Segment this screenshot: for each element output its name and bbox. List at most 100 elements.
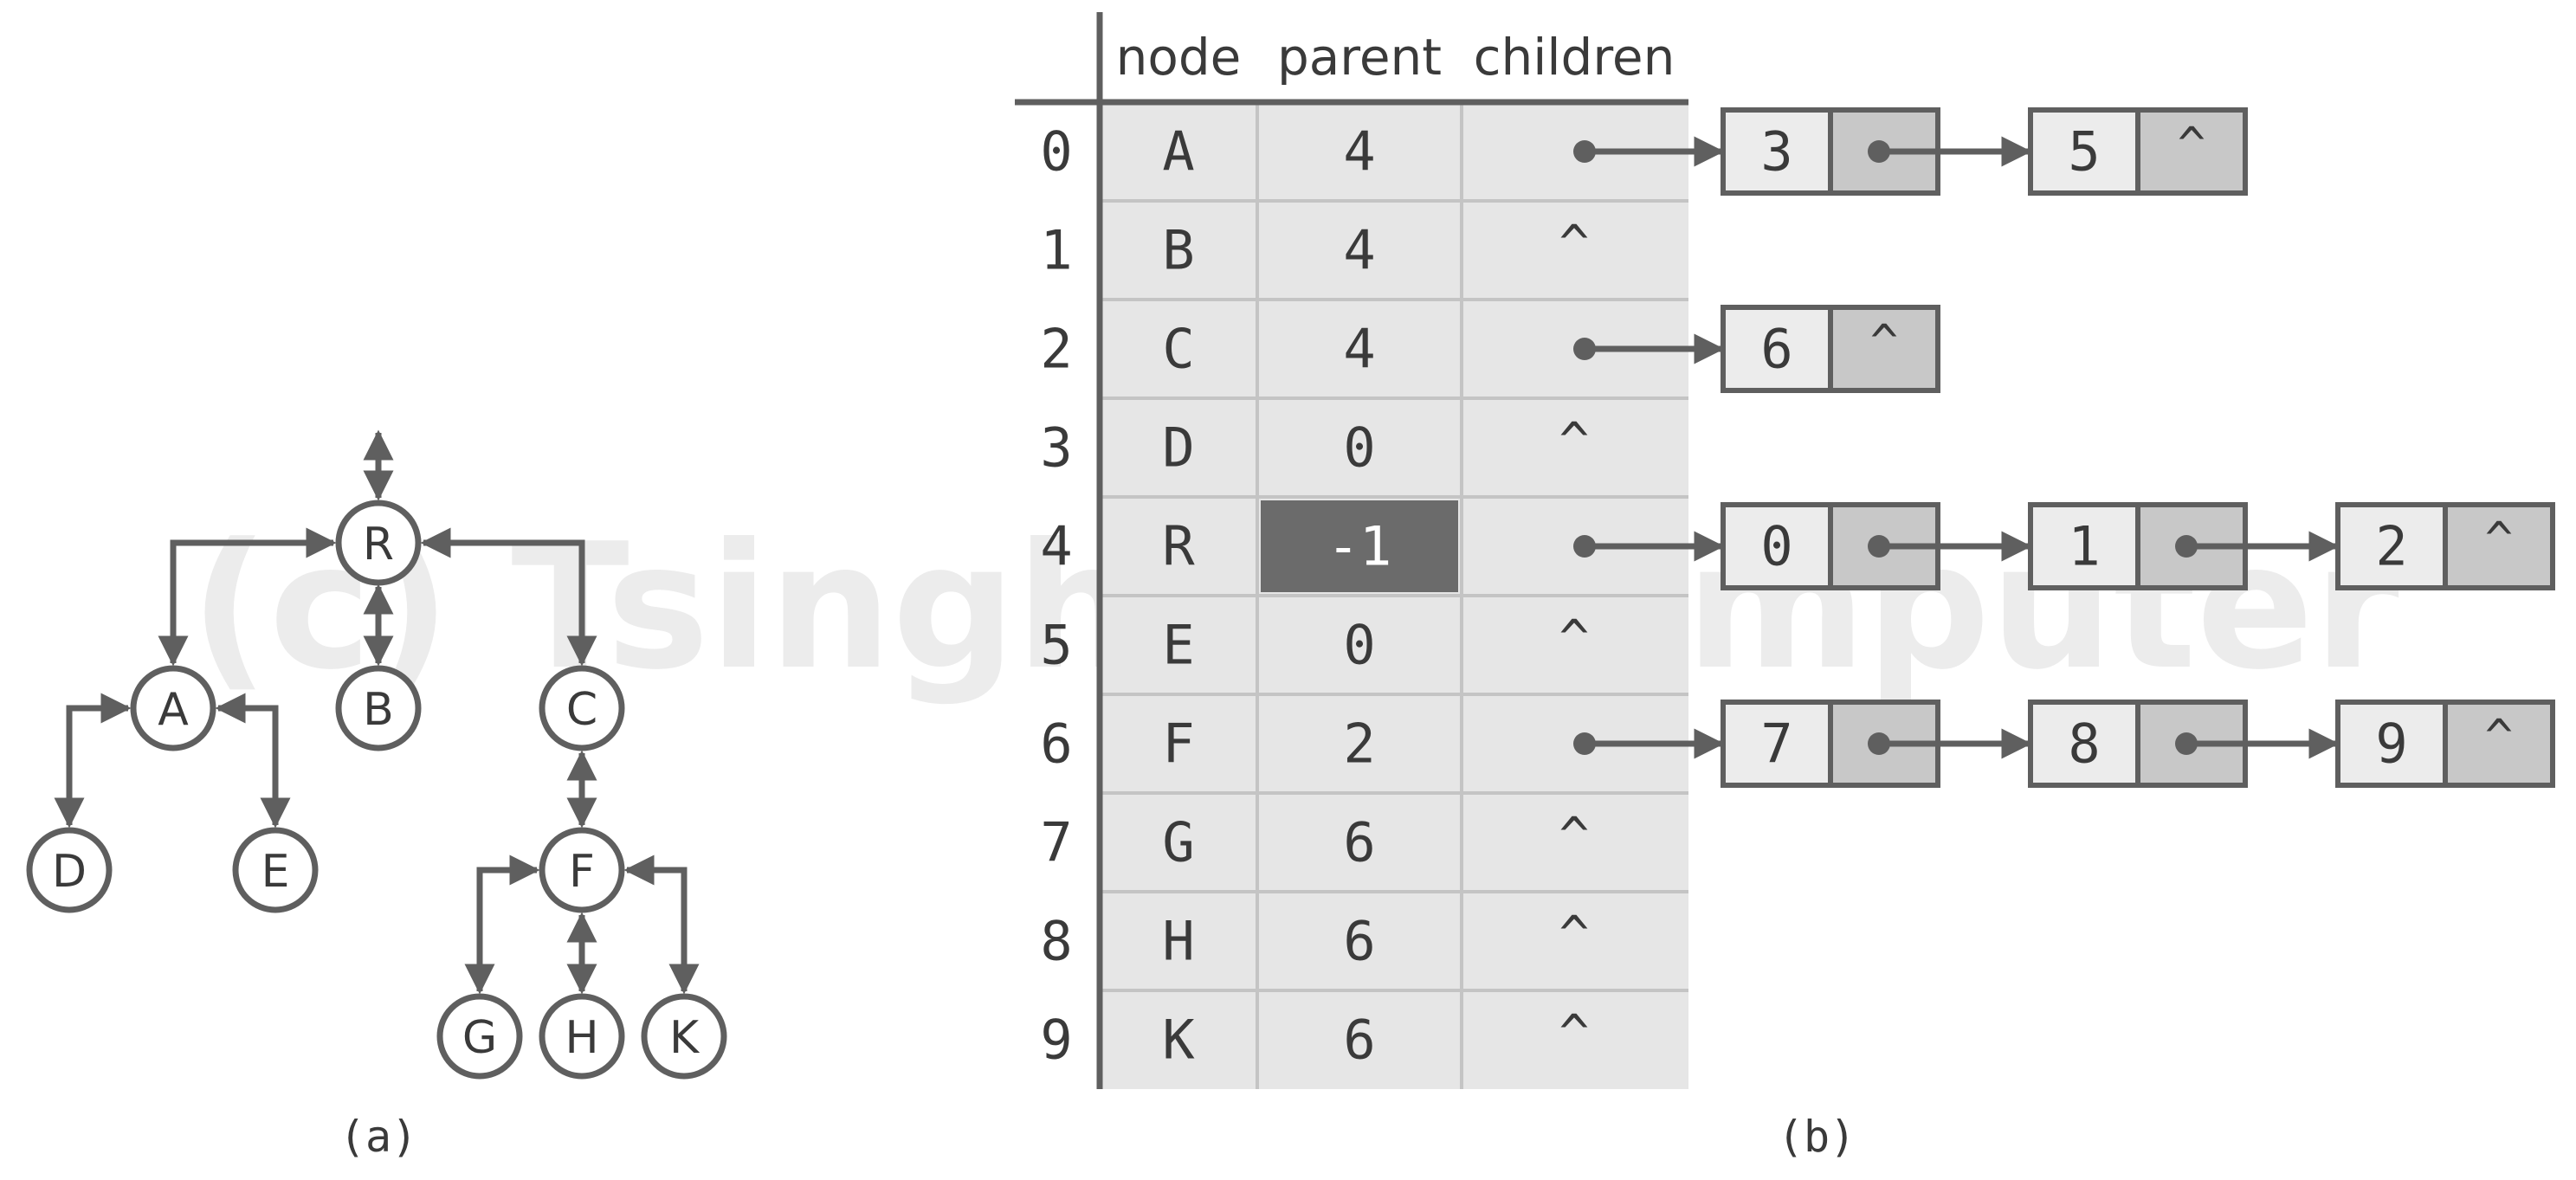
table-row: 2 C 4 bbox=[1040, 318, 1725, 381]
row-index: 1 bbox=[1040, 219, 1072, 282]
row-node: A bbox=[1162, 120, 1194, 184]
header-parent: parent bbox=[1277, 28, 1442, 87]
list-node-value: 8 bbox=[2068, 713, 2100, 776]
tree-node-label: A bbox=[158, 684, 189, 736]
row-node: H bbox=[1162, 910, 1194, 973]
row-index: 5 bbox=[1040, 614, 1072, 677]
tree-node-circle bbox=[539, 993, 625, 1080]
caption-a: (a) bbox=[339, 1112, 417, 1162]
table-row: 4 R -1 bbox=[1040, 500, 1725, 592]
edge-r-a bbox=[158, 527, 337, 667]
tree-node-e: E bbox=[232, 827, 319, 913]
tree-node-label: E bbox=[261, 846, 290, 898]
edge-a-d bbox=[54, 693, 132, 829]
list-node: 7 bbox=[1721, 700, 2032, 788]
header-node: node bbox=[1116, 28, 1242, 87]
row-node: K bbox=[1162, 1009, 1195, 1072]
list-node: 2^ bbox=[2335, 502, 2555, 590]
tree-node-label: G bbox=[462, 1012, 497, 1064]
row-index: 7 bbox=[1040, 811, 1072, 874]
tree-node-label: H bbox=[565, 1012, 598, 1064]
tree-node-a: A bbox=[130, 665, 216, 751]
row-parent: 4 bbox=[1343, 120, 1375, 184]
tree-node-h: H bbox=[539, 993, 625, 1080]
tree-node-label: D bbox=[52, 846, 87, 898]
tree-node-circle bbox=[641, 993, 727, 1080]
list-node-null: ^ bbox=[2178, 118, 2206, 172]
table-row: 5 E 0 ^ bbox=[1040, 609, 1589, 677]
tree-node-circle bbox=[539, 665, 625, 751]
list-node-null: ^ bbox=[2485, 710, 2514, 764]
tree-diagram: R A B C D E F G H K bbox=[26, 429, 727, 1080]
list-node-value-cell bbox=[1721, 305, 1833, 393]
list-node-value: 7 bbox=[1760, 713, 1792, 776]
row-parent: 0 bbox=[1343, 614, 1375, 677]
tree-node-circle bbox=[232, 827, 319, 913]
row-node: F bbox=[1162, 713, 1194, 776]
row-node: D bbox=[1162, 416, 1194, 480]
list-node-next-cell bbox=[2443, 700, 2555, 788]
child-list-r: 0 1 2^ bbox=[1721, 502, 2555, 590]
list-node-next-cell bbox=[2443, 502, 2555, 590]
list-node-value-cell bbox=[2335, 700, 2448, 788]
children-null: ^ bbox=[1559, 609, 1590, 667]
tree-node-circle bbox=[436, 993, 523, 1080]
edge-f-k bbox=[623, 854, 700, 995]
row-node: E bbox=[1162, 614, 1194, 677]
tree-node-label: F bbox=[569, 846, 595, 898]
list-node: 6^ bbox=[1721, 305, 1940, 393]
list-node: 8 bbox=[2028, 700, 2340, 788]
row-parent: 0 bbox=[1343, 416, 1375, 480]
list-node-value: 0 bbox=[1760, 515, 1792, 578]
root-parent-highlight bbox=[1261, 500, 1458, 592]
table-row: 9 K 6 ^ bbox=[1040, 1003, 1589, 1072]
row-parent: -1 bbox=[1327, 515, 1392, 578]
tree-node-circle bbox=[130, 665, 216, 751]
row-index: 4 bbox=[1040, 515, 1072, 578]
caption-b: (b) bbox=[1778, 1112, 1856, 1162]
list-node-value: 2 bbox=[2375, 515, 2407, 578]
list-node-next-cell bbox=[1828, 305, 1940, 393]
edge-a-e bbox=[215, 693, 291, 829]
tree-node-label: R bbox=[363, 519, 394, 571]
tree-node-label: B bbox=[363, 684, 394, 736]
list-node: 0 bbox=[1721, 502, 2032, 590]
row-node: R bbox=[1162, 515, 1195, 578]
row-parent: 6 bbox=[1343, 910, 1375, 973]
list-node: 3 bbox=[1721, 107, 2032, 196]
row-index: 3 bbox=[1040, 416, 1072, 480]
tree-node-d: D bbox=[26, 827, 113, 913]
list-node: 5^ bbox=[2028, 107, 2248, 196]
children-null: ^ bbox=[1559, 1003, 1590, 1062]
children-null: ^ bbox=[1559, 806, 1590, 865]
list-node-value: 9 bbox=[2375, 713, 2407, 776]
row-node: C bbox=[1162, 318, 1194, 381]
tree-node-label: K bbox=[669, 1012, 700, 1064]
tree-node-label: C bbox=[566, 684, 597, 736]
list-node: 9^ bbox=[2335, 700, 2555, 788]
list-node-value: 6 bbox=[1760, 318, 1792, 381]
list-node-value: 1 bbox=[2068, 515, 2100, 578]
tree-node-c: C bbox=[539, 665, 625, 751]
tree-node-circle bbox=[335, 665, 422, 751]
row-index: 9 bbox=[1040, 1009, 1072, 1072]
child-list-c: 6^ bbox=[1721, 305, 1940, 393]
row-parent: 6 bbox=[1343, 1009, 1375, 1072]
row-index: 8 bbox=[1040, 910, 1072, 973]
tree-node-circle bbox=[335, 500, 422, 586]
row-parent: 4 bbox=[1343, 318, 1375, 381]
list-node-value: 5 bbox=[2068, 120, 2100, 184]
row-node: G bbox=[1162, 811, 1194, 874]
row-index: 2 bbox=[1040, 318, 1072, 381]
list-node-next-cell bbox=[2135, 107, 2248, 196]
tree-node-circle bbox=[539, 827, 625, 913]
tree-node-r: R bbox=[335, 500, 422, 586]
